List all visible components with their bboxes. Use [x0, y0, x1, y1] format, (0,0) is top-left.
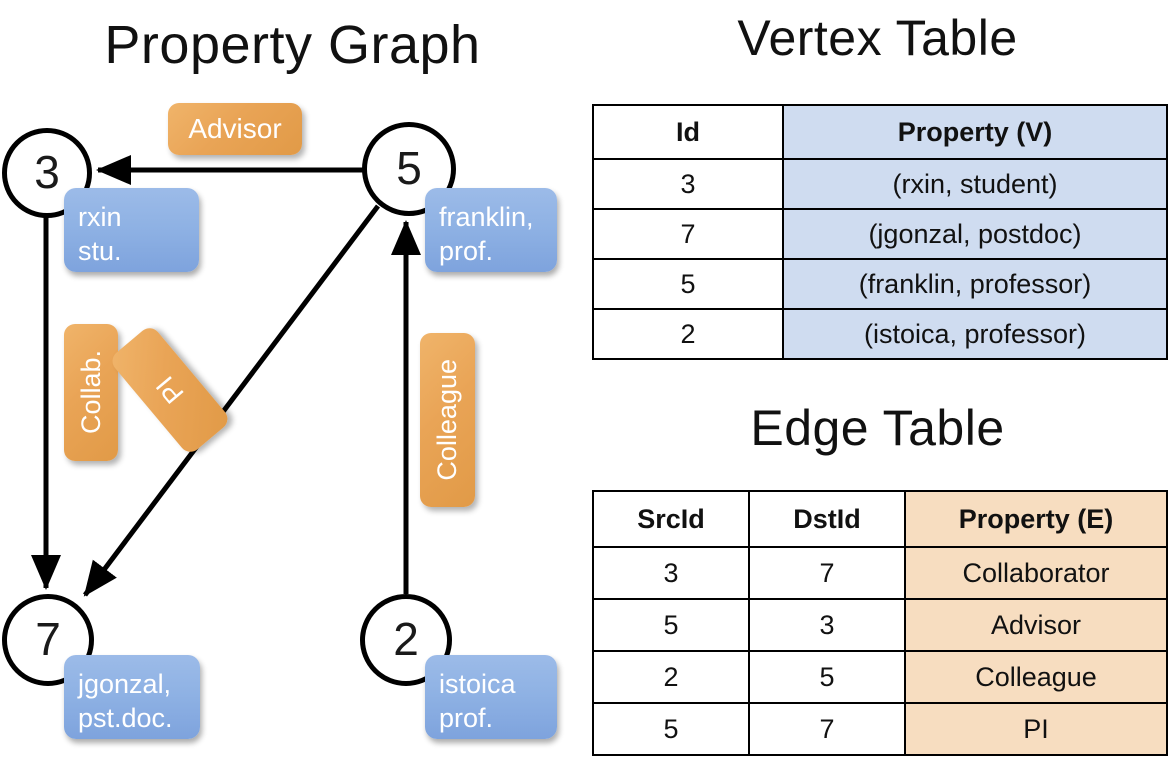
edge-arrow-5-to-7	[83, 204, 380, 597]
graph-node-3-label: 3	[34, 146, 60, 198]
table-row: 2 (istoica, professor)	[592, 308, 1168, 360]
node-property-3-line2: stu.	[78, 236, 122, 266]
graph-node-5-label: 5	[396, 142, 422, 194]
edge-label-pi-text: PI	[149, 370, 190, 410]
node-property-box-7: jgonzal, pst.doc.	[64, 655, 200, 739]
edge-label-collab-text: Collab.	[75, 350, 106, 435]
edge-table: SrcId DstId Property (E) 3 7 Collaborato…	[592, 490, 1168, 756]
edge-cell-srcid: 2	[592, 650, 750, 704]
edge-col-header-srcid: SrcId	[592, 490, 750, 548]
vertex-col-header-id: Id	[592, 104, 784, 160]
node-property-5-line2: prof.	[439, 236, 494, 266]
table-header-row: SrcId DstId Property (E)	[592, 490, 1168, 548]
vertex-cell-property: (jgonzal, postdoc)	[782, 208, 1168, 260]
edge-cell-srcid: 5	[592, 702, 750, 756]
node-property-3-line1: rxin	[78, 202, 122, 232]
graph-edges-layer	[31, 155, 421, 597]
edge-label-colleague: Colleague	[420, 333, 475, 507]
edge-label-advisor-text: Advisor	[188, 113, 282, 144]
vertex-table: Id Property (V) 3 (rxin, student) 7 (jgo…	[592, 104, 1168, 360]
node-property-box-2: istoica prof.	[425, 655, 557, 739]
page-title-property-graph: Property Graph	[104, 15, 481, 75]
edge-cell-property: Colleague	[904, 650, 1168, 704]
edge-cell-srcid: 5	[592, 598, 750, 652]
vertex-cell-property: (franklin, professor)	[782, 258, 1168, 310]
node-property-7-line2: pst.doc.	[78, 703, 173, 733]
table-row: 7 (jgonzal, postdoc)	[592, 208, 1168, 260]
table-row: 5 3 Advisor	[592, 598, 1168, 652]
node-property-box-5: franklin, prof.	[425, 188, 557, 272]
vertex-cell-id: 2	[592, 308, 784, 360]
page-title-edge-table: Edge Table	[750, 400, 1005, 456]
edge-col-header-dstid: DstId	[748, 490, 906, 548]
edge-label-advisor: Advisor	[168, 103, 302, 155]
vertex-cell-property: (rxin, student)	[782, 158, 1168, 210]
edge-cell-dstid: 3	[748, 598, 906, 652]
edge-cell-srcid: 3	[592, 546, 750, 600]
graph-node-2: 2	[360, 594, 452, 686]
vertex-col-header-property: Property (V)	[782, 104, 1168, 160]
graph-node-2-label: 2	[393, 613, 419, 665]
table-row: 3 7 Collaborator	[592, 546, 1168, 600]
table-row: 2 5 Colleague	[592, 650, 1168, 704]
edge-cell-dstid: 7	[748, 702, 906, 756]
edge-cell-property: PI	[904, 702, 1168, 756]
node-property-box-3: rxin stu.	[64, 188, 199, 272]
table-row: 5 7 PI	[592, 702, 1168, 756]
vertex-cell-id: 3	[592, 158, 784, 210]
vertex-cell-id: 5	[592, 258, 784, 310]
edge-label-colleague-text: Colleague	[432, 359, 462, 481]
node-property-2-line1: istoica	[439, 669, 516, 699]
edge-cell-dstid: 7	[748, 546, 906, 600]
graph-node-7-label: 7	[35, 613, 61, 665]
graph-node-5: 5	[362, 122, 456, 216]
table-row: 5 (franklin, professor)	[592, 258, 1168, 310]
table-header-row: Id Property (V)	[592, 104, 1168, 160]
vertex-cell-id: 7	[592, 208, 784, 260]
edge-cell-dstid: 5	[748, 650, 906, 704]
table-row: 3 (rxin, student)	[592, 158, 1168, 210]
page-title-vertex-table: Vertex Table	[737, 10, 1018, 66]
vertex-cell-property: (istoica, professor)	[782, 308, 1168, 360]
edge-label-collab: Collab.	[64, 324, 118, 461]
edge-col-header-property: Property (E)	[904, 490, 1168, 548]
edge-cell-property: Collaborator	[904, 546, 1168, 600]
node-property-7-line1: jgonzal,	[78, 669, 172, 699]
node-property-2-line2: prof.	[439, 703, 494, 733]
node-property-5-line1: franklin,	[439, 202, 534, 232]
edge-cell-property: Advisor	[904, 598, 1168, 652]
